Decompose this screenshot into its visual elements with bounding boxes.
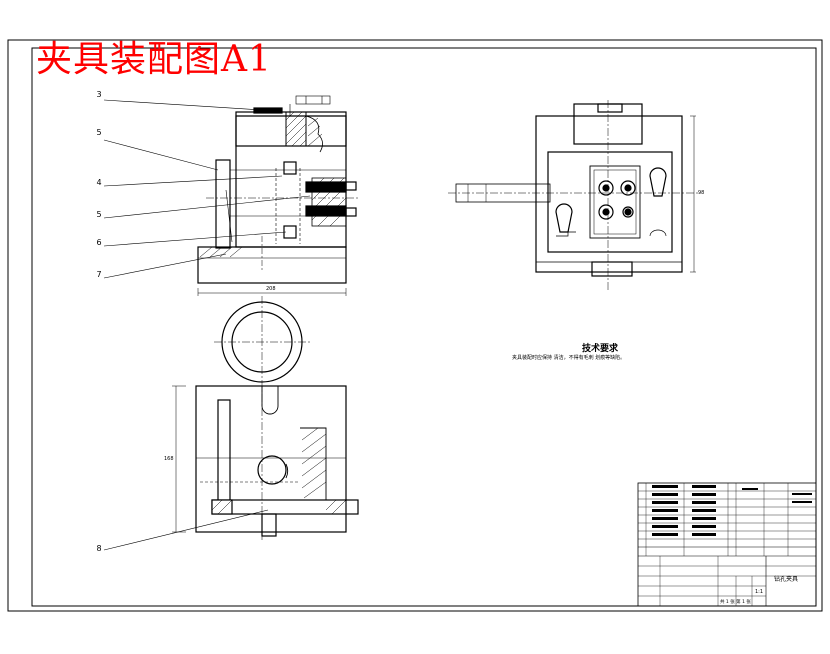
tech-requirements-title: 技术要求 bbox=[581, 344, 618, 354]
front-view bbox=[197, 95, 360, 296]
callout-2: 5 bbox=[96, 128, 102, 137]
top-view bbox=[172, 296, 359, 540]
leader-lines bbox=[103, 99, 311, 551]
title-block-scale: 1:1 bbox=[755, 589, 764, 595]
dim-front-width: 208 bbox=[266, 286, 276, 292]
title-block bbox=[637, 482, 817, 607]
inner-border bbox=[31, 47, 817, 607]
title-block-assembly-name: 钻孔夹具 bbox=[774, 576, 799, 583]
side-view bbox=[448, 100, 700, 290]
callout-7: 8 bbox=[96, 544, 102, 553]
tech-requirements-note: 夹具装配时应保持 清洁，不得有毛刺 划痕等缺陷。 bbox=[512, 355, 626, 361]
callout-1: 3 bbox=[96, 90, 102, 99]
callout-4: 5 bbox=[96, 210, 102, 219]
outer-border bbox=[7, 39, 823, 612]
title-block-sheet: 共 1 张 第 1 张 bbox=[720, 600, 751, 605]
callout-6: 7 bbox=[96, 270, 102, 279]
dim-top-height: 168 bbox=[164, 456, 174, 462]
callout-3: 4 bbox=[96, 178, 102, 187]
dim-side-height: 98 bbox=[698, 190, 705, 196]
drawing-title: 夹具装配图A1 bbox=[36, 39, 272, 80]
callout-5: 6 bbox=[96, 238, 102, 247]
